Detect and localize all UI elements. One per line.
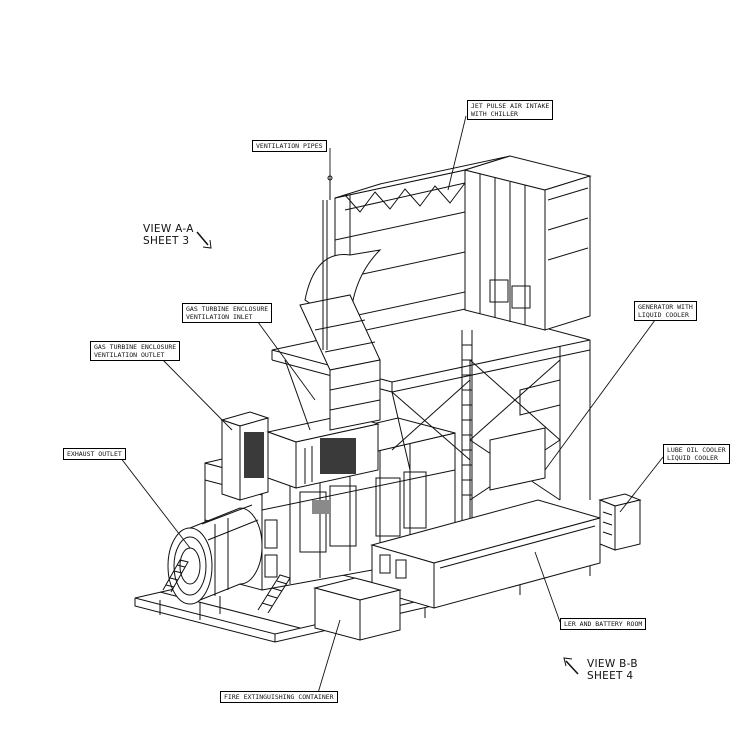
view-aa-sheet: SHEET 3 — [143, 235, 190, 247]
callout-text: WITH CHILLER — [471, 110, 518, 118]
callout-fire-container: FIRE EXTINGUISHING CONTAINER — [220, 691, 338, 703]
callout-text: VENTILATION INLET — [186, 313, 253, 321]
callout-text: EXHAUST OUTLET — [67, 450, 122, 458]
callout-text: LIQUID COOLER — [667, 454, 718, 462]
callout-gt-vent-inlet: GAS TURBINE ENCLOSURE VENTILATION INLET — [182, 303, 273, 323]
callout-text: GAS TURBINE ENCLOSURE — [186, 305, 269, 313]
ladder — [461, 330, 473, 520]
view-arrows — [196, 231, 579, 675]
callout-text: LER AND BATTERY ROOM — [564, 620, 643, 628]
ler-battery-room — [370, 499, 602, 618]
callout-ler-battery-room: LER AND BATTERY ROOM — [560, 618, 647, 630]
callout-lube-oil-cooler: LUBE OIL COOLER LIQUID COOLER — [663, 444, 730, 464]
callout-text: LIQUID COOLER — [638, 311, 689, 319]
callout-text: GENERATOR WITH — [638, 303, 693, 311]
generator — [489, 379, 561, 491]
callout-exhaust-outlet: EXHAUST OUTLET — [63, 448, 126, 460]
callout-generator: GENERATOR WITH LIQUID COOLER — [634, 301, 697, 321]
callout-text: LUBE OIL COOLER — [667, 446, 726, 454]
callout-text: FIRE EXTINGUISHING CONTAINER — [224, 693, 334, 701]
view-bb-title: VIEW B-B — [587, 658, 638, 670]
callout-text: VENTILATION PIPES — [256, 142, 323, 150]
jet-pulse-intake-box — [463, 155, 592, 331]
intake-truss — [344, 182, 466, 213]
callout-text: GAS TURBINE ENCLOSURE — [94, 343, 177, 351]
callout-text: VENTILATION OUTLET — [94, 351, 165, 359]
view-bb-label: VIEW B-B SHEET 4 — [587, 658, 638, 682]
vent-outlet-box — [220, 411, 270, 501]
view-bb-sheet: SHEET 4 — [587, 670, 634, 682]
callout-text: JET PULSE AIR INTAKE — [471, 102, 550, 110]
leader-lines — [119, 115, 664, 694]
callout-ventilation-pipes: VENTILATION PIPES — [252, 140, 327, 152]
view-aa-title: VIEW A-A — [143, 223, 194, 235]
platform-frame — [271, 307, 591, 520]
intake-duct — [299, 155, 511, 431]
fire-container — [313, 577, 402, 641]
ventilation-pipes — [322, 175, 333, 350]
callout-jet-pulse-intake: JET PULSE AIR INTAKE WITH CHILLER — [467, 100, 554, 120]
exhaust-stairs — [162, 559, 291, 614]
view-aa-label: VIEW A-A SHEET 3 — [143, 223, 194, 247]
redaction-marker — [312, 500, 330, 514]
callout-gt-vent-outlet: GAS TURBINE ENCLOSURE VENTILATION OUTLET — [90, 341, 181, 361]
lube-oil-cooler — [598, 493, 642, 551]
